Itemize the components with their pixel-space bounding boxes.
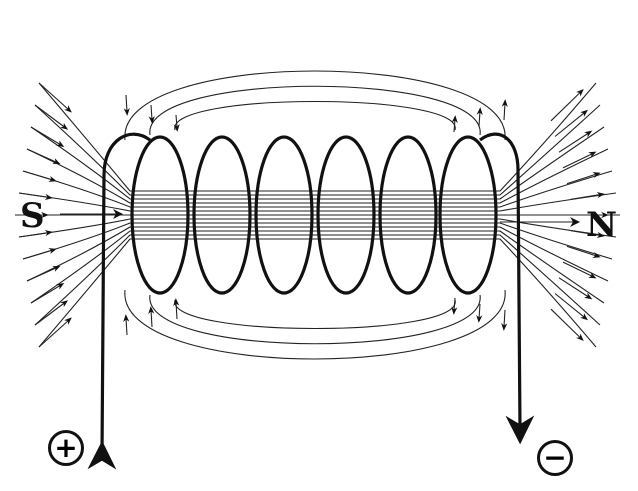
field-arrow	[123, 94, 130, 116]
field-arrow	[476, 107, 483, 127]
south-pole-label: S	[20, 196, 45, 236]
field-arrow	[148, 306, 155, 328]
negative-terminal: −	[537, 440, 573, 476]
coil-loop	[254, 135, 314, 295]
field-arrow	[570, 230, 605, 238]
field-arrow	[570, 192, 605, 200]
field-arrow	[34, 104, 69, 130]
field-arrow	[173, 114, 180, 132]
field-arrow	[501, 309, 508, 331]
return-loop-bottom	[174, 299, 456, 330]
return-loop-top	[149, 85, 481, 136]
field-arrow	[554, 109, 588, 137]
field-arrow	[123, 314, 130, 336]
field-arrow	[173, 298, 180, 320]
field-arrow	[22, 170, 57, 182]
field-arrow	[562, 261, 597, 279]
field-arrow	[38, 317, 72, 348]
field-line	[34, 234, 601, 326]
field-arrow	[18, 230, 53, 238]
field-arrow	[148, 104, 155, 124]
field-arrow	[566, 245, 601, 258]
field-arrow	[34, 300, 69, 326]
field-line	[38, 238, 597, 348]
return-loop-bottom	[124, 289, 506, 360]
field-arrow	[451, 297, 458, 315]
field-line	[22, 170, 613, 208]
field-arrow	[18, 192, 53, 200]
coil-loop	[438, 135, 498, 295]
field-line	[38, 82, 597, 192]
field-arrow	[476, 303, 483, 323]
field-arrow	[566, 172, 601, 185]
field-arrow	[26, 265, 61, 282]
positive-terminal: +	[48, 430, 84, 466]
field-arrow	[558, 277, 593, 300]
field-arrow	[451, 115, 458, 133]
return-loop-top	[174, 100, 456, 131]
coil-loop	[316, 135, 376, 295]
coil-windings	[87, 132, 535, 470]
lead-wire-positive	[87, 132, 151, 470]
field-arrow	[501, 99, 508, 121]
field-arrow	[30, 283, 65, 304]
field-arrow	[38, 82, 72, 113]
north-pole-label: N	[586, 205, 618, 245]
field-line	[22, 222, 613, 260]
coil-loop	[130, 135, 190, 295]
field-arrow	[554, 293, 588, 321]
field-line	[26, 148, 609, 204]
return-loop-bottom	[149, 294, 481, 345]
field-arrow	[558, 130, 593, 153]
field-arrow	[550, 88, 584, 122]
field-arrow	[550, 308, 584, 342]
coil-loop	[378, 135, 438, 295]
field-arrow	[22, 248, 57, 260]
field-arrow	[30, 126, 65, 147]
return-loop-top	[124, 70, 506, 141]
field-line	[26, 226, 609, 282]
field-arrow	[26, 148, 61, 165]
coil-loop	[192, 135, 252, 295]
lead-wire-negative	[479, 132, 535, 445]
field-arrow	[562, 151, 597, 169]
